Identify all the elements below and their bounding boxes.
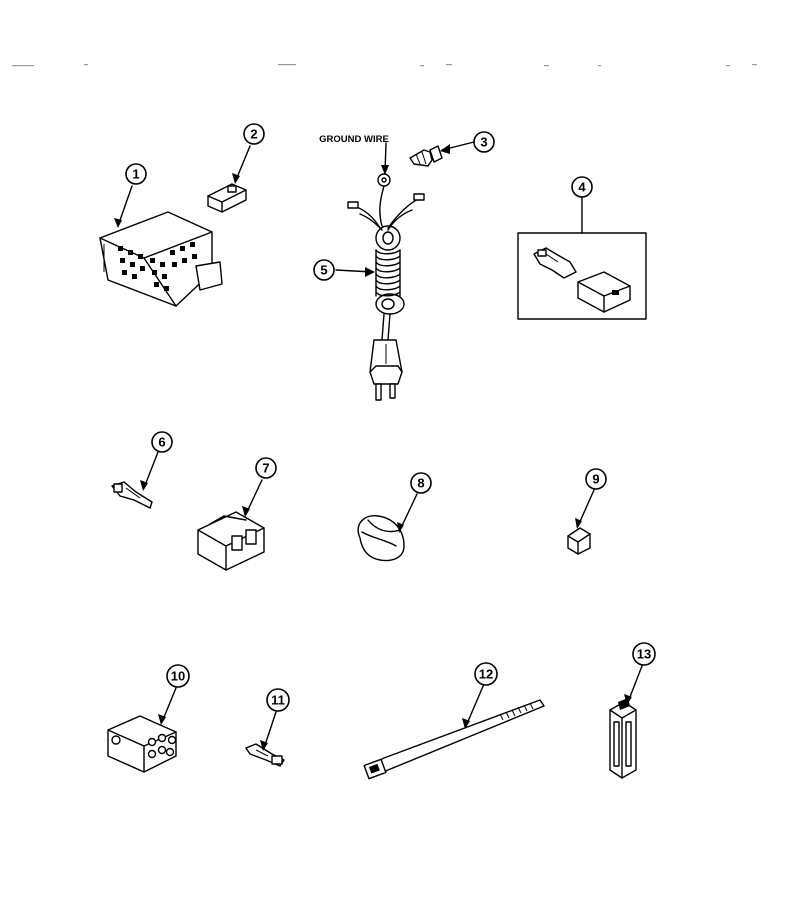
callout-5-number: 5 [320,263,327,278]
leader-7 [245,479,263,515]
callout-11-number: 11 [271,693,285,708]
callout-4: 4 [571,176,593,198]
leader-10-arrowhead [158,714,166,725]
leader-8-arrowhead [397,522,404,533]
part-6-crimp-terminal [111,481,153,509]
leader-8 [399,493,418,531]
leader-1 [117,185,133,227]
part-2-terminal-clip [207,183,247,213]
callout-5: 5 [313,259,335,281]
leader-ground-wire-arrowhead [381,165,389,175]
leader-12 [465,683,485,727]
part-3-push-rivet [409,145,443,167]
callout-7-number: 7 [262,461,269,476]
part-4-frame [517,232,647,320]
part-4-terminal-kit [517,232,647,320]
part-13-retainer [609,698,637,779]
callout-2: 2 [243,123,265,145]
leader-12-arrowhead [462,718,470,729]
callout-11: 11 [266,688,290,712]
callout-8: 8 [410,472,432,494]
part-9-small-clip [567,527,591,555]
leader-7-arrowhead [242,506,250,517]
part-10-six-pin-housing [107,715,177,773]
callout-6-number: 6 [158,435,165,450]
callout-12: 12 [474,662,498,686]
callout-4-number: 4 [578,180,586,195]
leader-2 [235,145,251,181]
leader-13-arrowhead [624,694,632,705]
leader-6-arrowhead [140,480,148,491]
callout-6: 6 [151,431,173,453]
callout-12-number: 12 [479,667,493,682]
callout-3-number: 3 [480,135,487,150]
part-8-cable-clip [357,515,405,562]
part-12-cable-tie [363,699,545,780]
part-7-housing [197,511,265,571]
leader-10 [161,687,177,723]
callout-9: 9 [585,468,607,490]
part-1-connector-block [99,211,223,307]
leader-9 [577,489,595,527]
leader-13 [627,665,643,703]
callout-10: 10 [166,664,190,688]
callout-8-number: 8 [417,476,424,491]
scan-artifacts [12,64,757,67]
part-11-terminal [245,743,285,767]
callout-1-number: 1 [132,167,139,182]
callout-9-number: 9 [592,472,599,487]
leader-11-arrowhead [260,740,268,751]
leader-6 [143,451,159,489]
callout-10-number: 10 [171,669,185,684]
part-5-power-cord [347,173,425,401]
leader-11 [263,711,277,749]
leader-1-arrowhead [114,218,122,228]
leader-9-arrowhead [575,518,582,529]
callout-7: 7 [255,457,277,479]
callout-1: 1 [125,163,147,185]
leader-5-arrowhead [365,267,375,277]
ground-wire-label: GROUND WIRE [319,134,389,145]
callout-3: 3 [473,131,495,153]
leader-2-arrowhead [232,173,240,184]
leader-3-arrowhead [440,144,450,154]
callout-13-number: 13 [637,647,651,662]
callout-13: 13 [632,642,656,666]
callout-2-number: 2 [250,127,257,142]
